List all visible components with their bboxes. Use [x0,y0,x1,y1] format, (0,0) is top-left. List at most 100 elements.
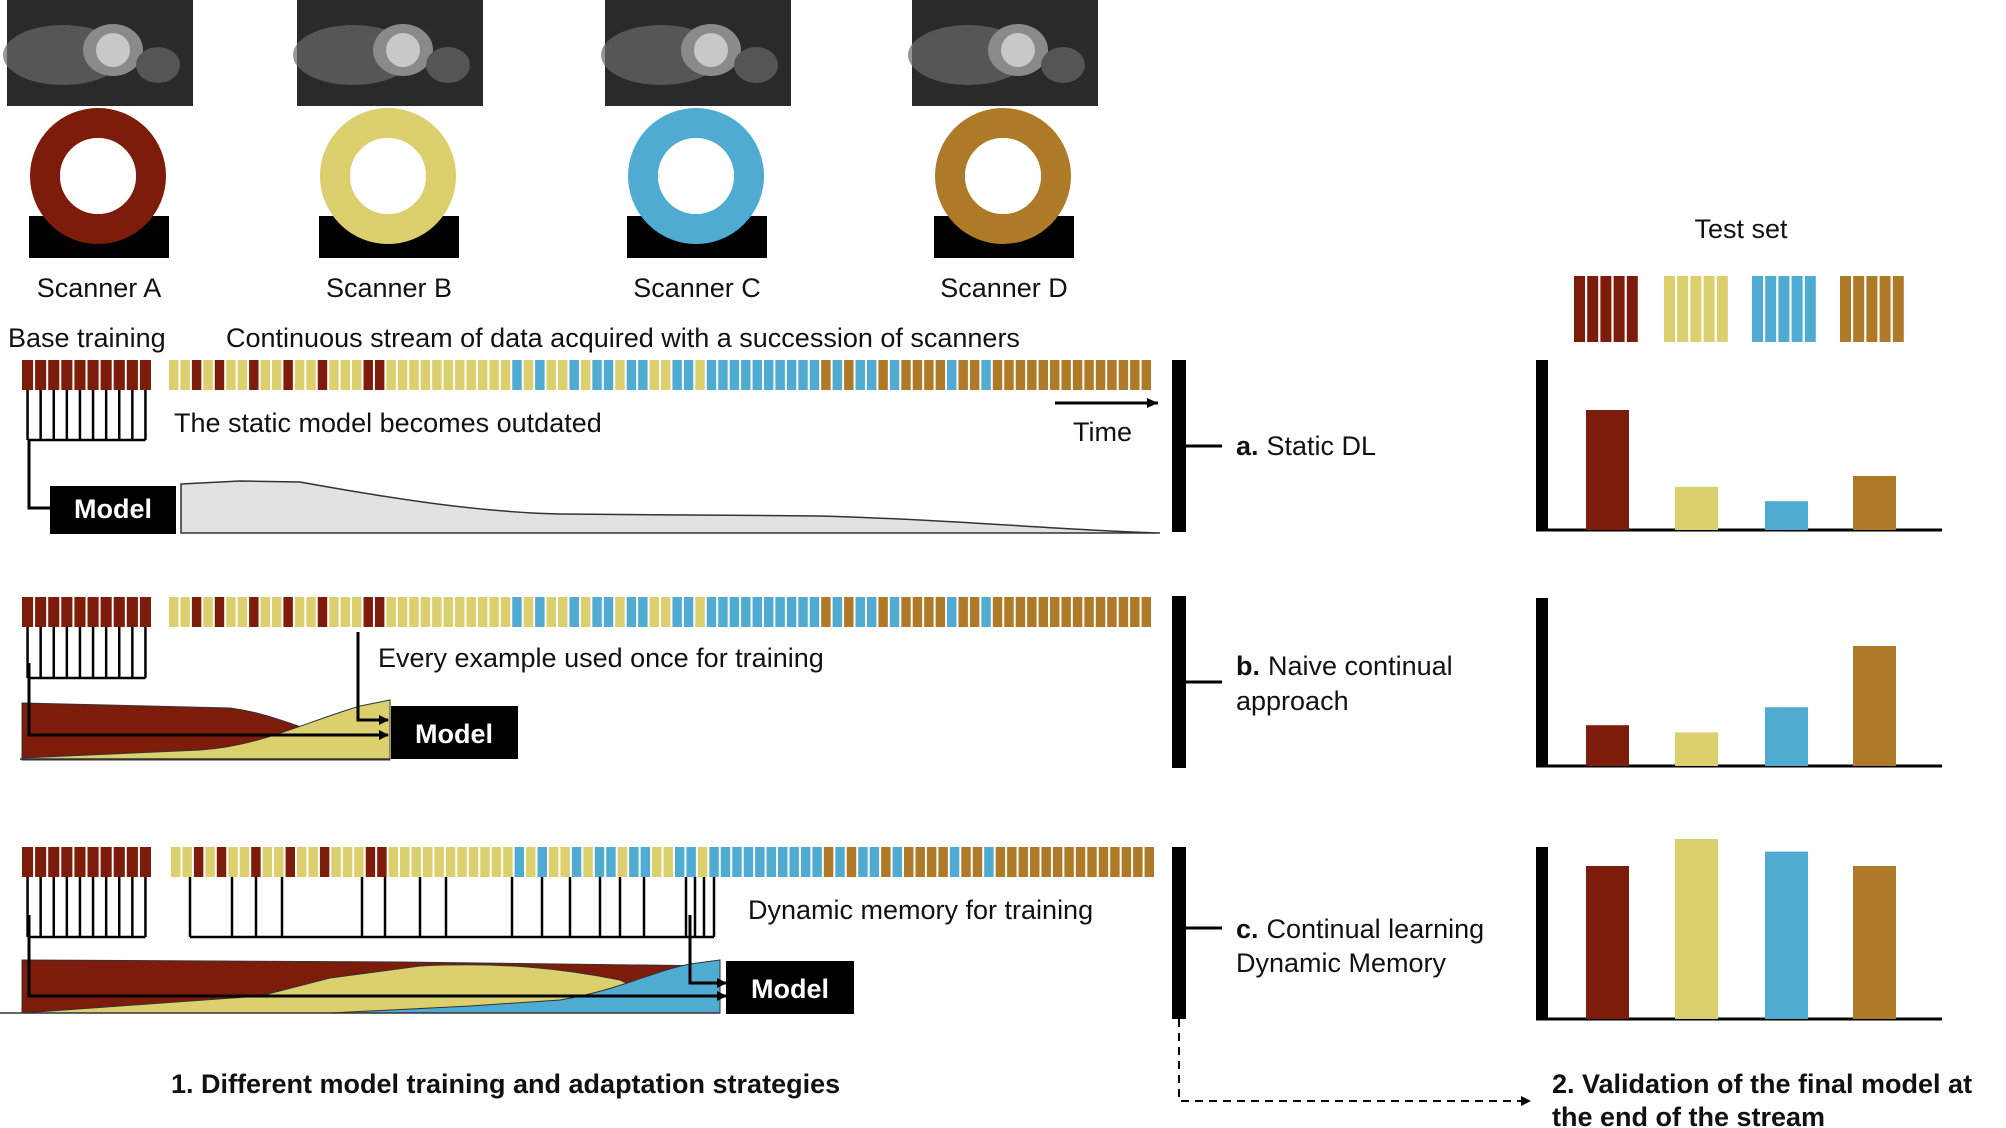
stream-sample-c [789,847,799,877]
stream-sample-b [432,360,442,390]
scanner-d-label: Scanner D [940,273,1068,303]
stream-sample-d [1141,597,1151,627]
stream-sample-b [411,847,421,877]
base-sample [48,597,60,627]
stream-sample-d [1084,360,1094,390]
chart-bar-scanner-c [1765,851,1808,1019]
caption-a: The static model becomes outdated [174,408,602,438]
stream-sample-d [1130,597,1140,627]
stream-sample-d [878,360,888,390]
stream-sample-b [296,847,307,877]
stream-sample-a [191,360,202,390]
stream-sample-c [535,597,545,627]
stream-sample-b [615,360,625,390]
base-sample [61,597,73,627]
stream-sample-b [695,360,705,390]
stream-sample-a [251,847,261,877]
validation-chart-c [1536,839,1942,1021]
dynamic-memory-bracket [188,877,716,939]
stream-sample-c [592,360,602,390]
stream-sample-b [580,360,591,390]
stream-sample-b [331,847,341,877]
stream-sample-c [832,360,843,390]
scanner-b-ring [320,108,456,244]
stream-sample-c [981,360,991,390]
scanner-d-mri-thumbnail [908,0,1098,106]
stream-sample-b [695,597,705,627]
stream-sample-d [1038,597,1049,627]
stream-sample-a [191,597,202,627]
stream-sample-b [420,597,431,627]
chart-bar-scanner-c [1765,707,1808,766]
stream-sample-a [283,597,293,627]
stream-sample-d [844,597,854,627]
stream-sample-d [912,597,923,627]
stream-sample-b [226,360,236,390]
stream-sample-b [503,847,513,877]
stream-sample-b [386,597,396,627]
stream-sample-b [203,360,213,390]
stream-sample-b [558,597,568,627]
stream-sample-c [786,360,797,390]
stream-sample-c [626,360,637,390]
stream-sample-d [1004,360,1014,390]
footer-left-title: 1. Different model training and adaptati… [171,1069,840,1099]
stream-sample-c [672,597,682,627]
stream-sample-b [237,597,248,627]
model-label-a: Model [74,494,152,524]
stream-sample-b [274,847,284,877]
stream-sample-d [1075,847,1086,877]
stream-sample-a [365,847,376,877]
strategy-c-title-1: c.Continual learning [1236,914,1484,944]
caption-b: Every example used once for training [378,643,824,673]
performance-decay-area [180,480,1161,534]
test-set-scanner_c [1752,276,1816,342]
stream-sample-c [855,360,865,390]
stream-sample-d [904,847,914,877]
base-sample [139,847,151,877]
stream-sample-b [500,597,511,627]
base-training-tree-b [26,627,147,680]
stream-sample-d [1095,360,1106,390]
stream-sample-c [775,597,785,627]
stream-sample-b [580,597,591,627]
stream-sample-c [732,847,742,877]
stream-sample-b [306,360,316,390]
stream-sample-b [489,360,499,390]
stream-sample-b [340,360,351,390]
stream-sample-b [661,360,671,390]
stream-sample-d [912,360,923,390]
stream-sample-b [262,847,273,877]
stream-sample-c [718,597,728,627]
stream-sample-d [992,597,1003,627]
stream-sample-d [969,360,980,390]
stream-sample-d [823,847,834,877]
stream-sample-d [1052,847,1063,877]
stream-sample-a [216,847,227,877]
stream-sample-b [420,360,431,390]
stream-sample-c [809,360,820,390]
stream-sample-d [924,597,934,627]
base-sample [35,847,47,877]
stream-sample-c [855,597,865,627]
stream-sample-c [706,597,717,627]
stream-sample-c [709,847,719,877]
stream-sample-a [374,597,385,627]
connector-b-stream [356,632,389,725]
stream-sample-d [1007,847,1017,877]
stream-sample-d [1041,847,1051,877]
stream-sample-b [697,847,708,877]
stream-sample-d [1144,847,1154,877]
stream-rows [22,360,1154,877]
stream-sample-d [901,360,911,390]
stream-sample-b [260,597,270,627]
stream-sample-d [1027,360,1037,390]
strategy-b-letter: b. [1236,651,1260,681]
model-box-b [391,706,518,759]
stream-sample-b [352,360,362,390]
base-sample [100,847,112,877]
connector-a [27,440,50,510]
strategy-c-name-1: Continual learning [1267,914,1485,944]
